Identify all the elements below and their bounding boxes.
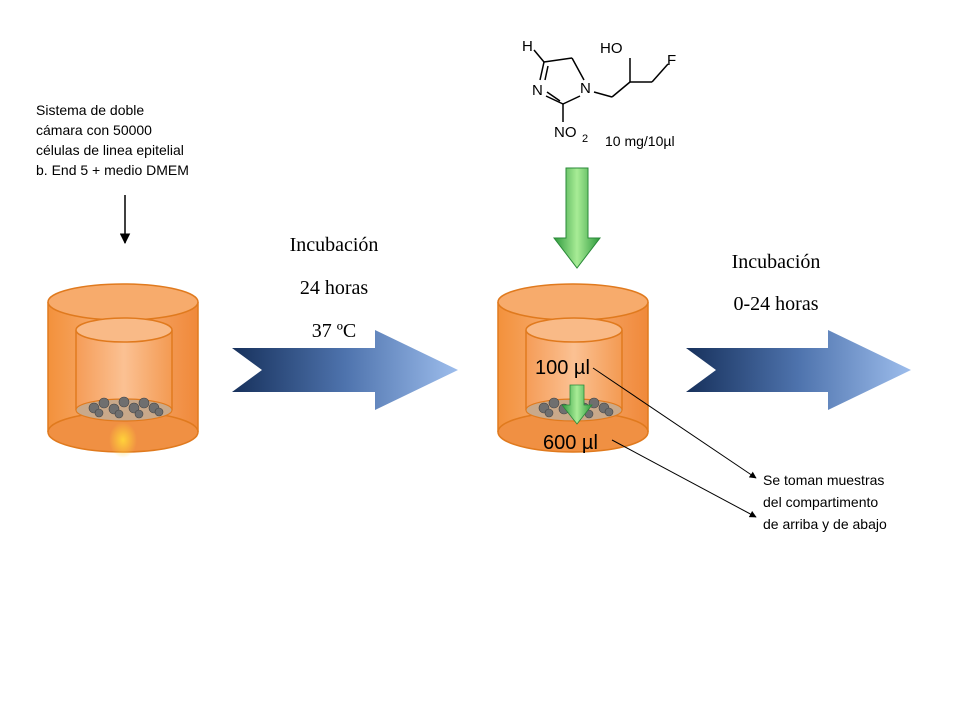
diffusion-arrow (561, 384, 593, 425)
step-2-line-1: Incubación (732, 251, 821, 273)
sampling-note-line-1: Se toman muestras (763, 472, 884, 488)
upper-sample-pointer (592, 367, 757, 479)
atom-no: NO (554, 124, 577, 141)
chamber-1-top-rim (47, 283, 199, 321)
atom-f: F (667, 52, 676, 69)
atom-n-left: N (532, 82, 543, 99)
left-note-line-1: Sistema de doble (36, 102, 144, 118)
atom-ho: HO (600, 40, 623, 57)
lower-sample-pointer (611, 439, 757, 518)
chamber-2-insert-rim (525, 317, 623, 343)
left-note-line-4: b. End 5 + medio DMEM (36, 162, 189, 178)
incubation-arrow-2 (686, 330, 911, 410)
chamber-2-top-rim (497, 283, 649, 321)
sampling-note: Se toman muestras del compartimento de a… (763, 472, 887, 532)
chamber-1-cell-layer (88, 396, 164, 419)
molecule-labels: H N N HO F NO 2 10 mg/10µl (522, 38, 676, 149)
step-2-label: Incubación 0-24 horas (732, 251, 821, 315)
left-note-line-3: células de linea epitelial (36, 142, 184, 158)
atom-h: H (522, 38, 533, 55)
transwell-chamber-1 (47, 283, 199, 458)
step-1-line-3: 37 ºC (312, 320, 357, 342)
drug-addition-arrow (552, 167, 602, 269)
step-1-label: Incubación 24 horas 37 ºC (290, 234, 379, 342)
left-note-line-2: cámara con 50000 (36, 122, 152, 138)
sampling-note-line-3: de arriba y de abajo (763, 516, 887, 532)
step-2-line-2: 0-24 horas (734, 293, 819, 315)
molecule-structure (533, 49, 669, 122)
upper-volume-label: 100 µl (535, 357, 590, 379)
left-note: Sistema de doble cámara con 50000 célula… (36, 102, 189, 178)
atom-no-subscript: 2 (582, 133, 588, 145)
chamber-1-glow (109, 422, 137, 458)
lower-volume-label: 600 µl (543, 432, 598, 454)
atom-n-right: N (580, 80, 591, 97)
step-1-line-2: 24 horas (300, 277, 369, 299)
chamber-1-insert-body (76, 330, 172, 410)
incubation-arrow-1 (232, 330, 458, 410)
chamber-1-insert-rim (75, 317, 173, 343)
dose-label: 10 mg/10µl (605, 133, 675, 149)
transwell-chamber-2 (497, 283, 649, 453)
step-1-line-1: Incubación (290, 234, 379, 256)
sampling-note-line-2: del compartimento (763, 494, 878, 510)
